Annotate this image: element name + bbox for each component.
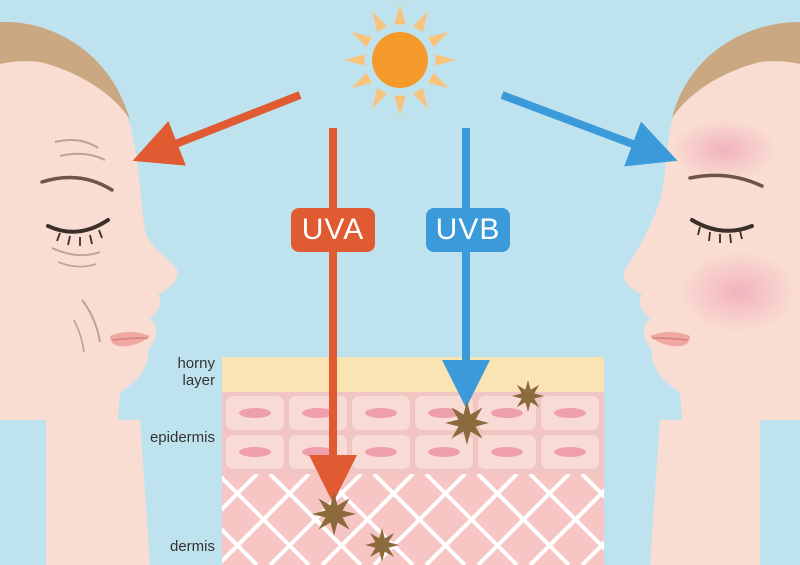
closed-eye — [690, 218, 754, 233]
sunburn-blush — [672, 120, 776, 180]
sunburned-face-neck — [650, 420, 760, 565]
sun-ray — [351, 72, 373, 88]
wrinkle — [73, 319, 85, 353]
skin-cell — [289, 435, 347, 469]
wrinkle — [54, 139, 99, 149]
lips-line — [651, 337, 689, 341]
aged-face-hair — [0, 21, 130, 120]
sun-ray — [427, 32, 449, 48]
sun-icon — [344, 4, 456, 116]
uvb-arrow-to-sunburned-face — [500, 91, 678, 167]
horny-layer-label: horny layer — [140, 355, 215, 389]
epidermis-label: epidermis — [149, 429, 215, 446]
skin-cell — [478, 396, 536, 430]
horny-layer — [222, 357, 604, 392]
sunburned-face-hair — [672, 22, 800, 118]
skin-cell — [541, 435, 599, 469]
aged-face-neck — [46, 420, 150, 565]
damage-spots — [312, 380, 544, 562]
damage-spot-icon — [365, 528, 399, 562]
uva-arrow-to-aged-face — [132, 91, 302, 166]
sunburn-blush — [680, 252, 796, 332]
skin-cell — [226, 435, 284, 469]
epidermis-cells — [226, 396, 599, 469]
eyebrow — [40, 175, 114, 192]
skin-cell — [415, 435, 473, 469]
wrinkle — [57, 261, 97, 268]
horny-layer-label-line2: layer — [182, 372, 215, 389]
sun-ray — [412, 87, 428, 109]
skin-cell — [226, 396, 284, 430]
closed-eye — [46, 218, 110, 234]
wrinkle — [59, 152, 106, 161]
sun-ray — [344, 54, 365, 66]
sun-ray — [372, 11, 388, 33]
aged-face — [0, 21, 178, 565]
skin-cell — [478, 435, 536, 469]
sun-ray — [394, 4, 406, 25]
skin-cell — [352, 396, 410, 430]
sunburned-face — [623, 22, 800, 565]
damage-spot-icon — [512, 380, 544, 412]
dermis-layer — [222, 474, 604, 565]
uvb-label: UVB — [426, 208, 510, 252]
wrinkle — [81, 299, 101, 343]
uva-label: UVA — [291, 208, 375, 252]
damage-spot-icon — [445, 401, 489, 445]
eyebrow — [688, 173, 764, 188]
skin-cell — [541, 396, 599, 430]
sunburned-face-skin — [623, 30, 800, 420]
dermis-label: dermis — [169, 538, 215, 555]
eyelashes — [697, 226, 743, 244]
eyelashes — [56, 229, 103, 246]
damage-spot-icon — [312, 492, 356, 536]
sun-ray — [372, 87, 388, 109]
lips-line — [111, 337, 149, 341]
skin-cell — [352, 435, 410, 469]
sun-ray — [394, 95, 406, 116]
wrinkle — [51, 247, 101, 257]
sun-ray — [351, 32, 373, 48]
sun-ray — [412, 11, 428, 33]
skin-cell — [289, 396, 347, 430]
epidermis-layer — [222, 392, 604, 474]
sun-ray — [427, 72, 449, 88]
horny-layer-label-line1: horny — [177, 355, 215, 372]
sun-ray — [435, 54, 456, 66]
